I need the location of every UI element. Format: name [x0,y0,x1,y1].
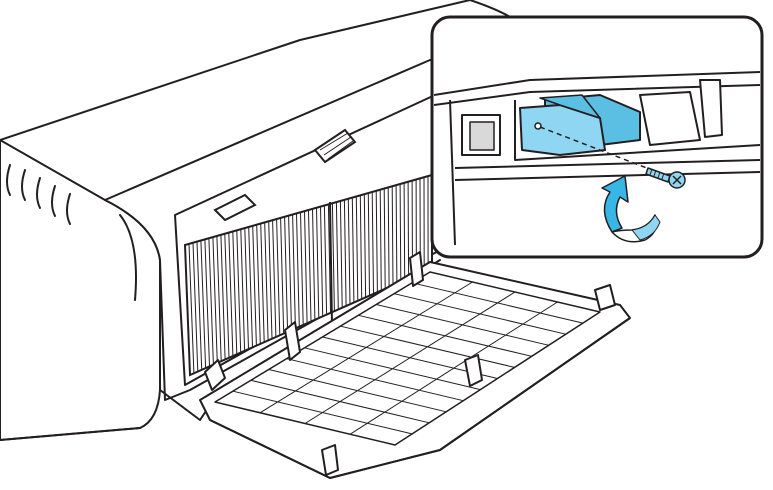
latch-screw-hole [534,122,542,130]
vent-slot-4 [51,185,56,217]
vent-slot-1 [6,164,11,196]
cover-clip-top [409,251,424,287]
inset-top-edge-2 [434,84,760,106]
screw-icon [645,167,686,189]
filter-cover [199,251,631,479]
inset-lower-panel [454,159,760,169]
highlighted-latch-top [539,94,601,119]
inset-detail [430,15,764,259]
inset-left-wall [449,99,456,246]
vent-slot-5 [66,193,71,225]
filter-cover-grid-lines [232,281,584,435]
inset-recess [514,100,760,161]
counter-clockwise-arrow-icon [601,175,661,243]
vent-slot-3 [36,177,41,209]
filter-cover-lip [209,317,631,479]
inset-lower-panel-2 [454,171,760,181]
cover-clip-mid-left [284,321,301,361]
vent-slot-2 [21,169,26,201]
filter-tab-ridges [319,132,354,160]
filter-latch [213,193,257,222]
cover-clip-right [594,284,616,311]
projector-top-edge [0,0,471,141]
projector-bottom-edge [0,427,141,441]
inset-square-hole-inner [469,121,495,151]
air-filter-pleats [184,175,433,376]
inset-right-mechanism [639,91,701,146]
cover-clip-left [204,359,226,391]
inset-right-bracket [699,79,723,138]
screw-guide-line [539,126,666,176]
inset-top-edge [434,71,760,96]
housing-curve [119,214,137,301]
air-filter-divider [329,201,333,326]
cover-clip-bottom-1 [464,354,483,387]
cover-clip-bottom-2 [321,444,339,476]
